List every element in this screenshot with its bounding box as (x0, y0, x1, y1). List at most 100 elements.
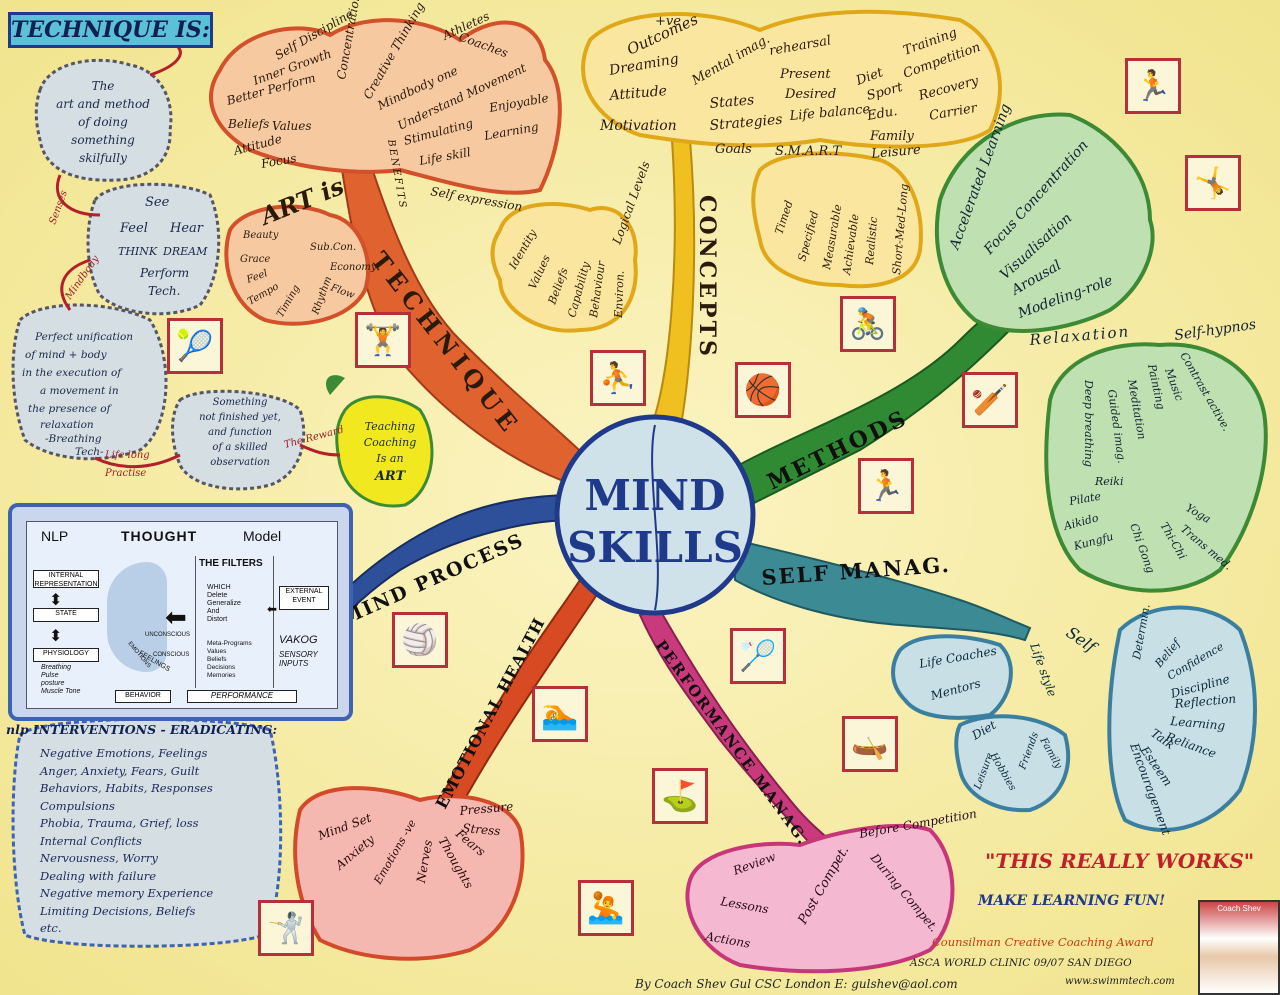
branch-trunks (318, 123, 1032, 857)
tennis-player-icon: 🏃 (1125, 58, 1181, 114)
tennis-serve-icon: 🎾 (167, 318, 223, 374)
art-item: Focus (259, 151, 297, 171)
connector-arrows (55, 40, 341, 469)
art-lower-item: Sub.Con. (310, 242, 356, 253)
art-upper-cloud (209, 18, 562, 195)
apple-line: Teaching (365, 420, 415, 433)
unfinished-line: Something (213, 397, 268, 408)
arrow (299, 443, 341, 457)
photo-caption: Coach Shev (1217, 904, 1261, 913)
unfinished-line: of a skilled (212, 442, 267, 453)
filter-item: Decisions (207, 664, 236, 671)
filters-sub-item: WHICH (207, 584, 231, 591)
intervention-item: Nervousness, Worry (40, 851, 158, 865)
nlp-title-a: NLP (41, 528, 69, 544)
smart-cloud (751, 151, 923, 289)
unfinished-line: not finished yet, (199, 412, 281, 423)
arrow (94, 453, 181, 469)
intervention-item: etc. (40, 921, 62, 935)
concepts-item: Family (869, 129, 915, 144)
self-right-item: Reflection (1173, 692, 1237, 711)
unification-line: -Breathing (45, 433, 102, 445)
double-arrow-icon: ⬍ (49, 628, 63, 645)
concepts-item: Desired (784, 87, 836, 102)
performance-box: PERFORMANCE (187, 690, 297, 703)
filters-title: THE FILTERS (199, 558, 263, 569)
sensory-label: SENSORY INPUTS (279, 650, 318, 668)
concepts-upper-cloud (581, 9, 1002, 149)
concepts-item: Attitude (607, 83, 668, 104)
apple-line: ART (373, 469, 407, 484)
self-right-item: Learning (1169, 714, 1226, 733)
vakog-label: VAKOG (279, 634, 318, 646)
physio-item: posture (41, 680, 65, 687)
intervention-item: Negative Emotions, Feelings (40, 746, 208, 760)
concepts-item: Life balance (788, 102, 871, 124)
left-clouds (11, 58, 434, 948)
definition-cloud (34, 58, 173, 182)
physio-item: Breathing (41, 664, 71, 671)
intervention-item: Phobia, Trauma, Grief, loss (40, 816, 199, 830)
methods-upper-cloud (935, 112, 1155, 333)
art-item: Beliefs (227, 117, 269, 131)
intervention-item: Internal Conflicts (40, 833, 142, 848)
methods-lower-cloud (1044, 342, 1268, 593)
nlp-title-c: Model (243, 528, 282, 544)
intervention-item: Compulsions (40, 798, 115, 813)
self-life-coaches-cloud (891, 634, 1013, 720)
sense-item: See (145, 195, 170, 210)
arrow-left-small-icon: ⬅ (267, 602, 278, 616)
apple-line: Coaching (364, 436, 417, 449)
filters-sub-item: Delete (207, 592, 228, 599)
squash-icon: 🏸 (730, 628, 786, 684)
filter-divider (195, 556, 196, 688)
concepts-item: States (709, 92, 755, 112)
state-box: STATE (33, 608, 99, 622)
smart-item: Realistic (863, 216, 880, 266)
physio-item: Pulse (41, 672, 59, 679)
website-text: www.swimmtech.com (1065, 976, 1175, 987)
self-diet-cloud (954, 714, 1071, 813)
unfinished-line: observation (210, 457, 270, 468)
sense-item: THINK (118, 245, 158, 258)
art-lower-item: Economy (329, 262, 377, 273)
basketball-icon: ⛹ (590, 350, 646, 406)
unconscious-label: UNCONSCIOUS (145, 632, 191, 638)
unfinished-cloud (171, 389, 306, 491)
arrow (55, 174, 101, 217)
concepts-item: Present (779, 67, 831, 82)
sense-item: Tech. (148, 284, 180, 298)
behavior-box: BEHAVIOR (115, 690, 171, 703)
logical-levels-cloud (490, 202, 638, 333)
unification-line: in the execution of (22, 367, 123, 379)
swimmer-icon: 🏊 (532, 686, 588, 742)
unification-line: of mind + body (25, 349, 108, 361)
filter-divider (273, 556, 274, 688)
filters-sub-item: Distort (207, 616, 228, 623)
practise-label: Practise (104, 468, 146, 479)
self-right-cloud (1107, 605, 1257, 832)
concepts-item: +ve (655, 14, 681, 29)
weightlifter-icon: 🏋 (355, 312, 411, 368)
leaf-clouds (209, 9, 1268, 974)
intervention-item: Anger, Anxiety, Fears, Guilt (40, 763, 200, 778)
bowler-icon: ⛳ (652, 768, 708, 824)
filter-item: Values (207, 648, 227, 655)
make-fun-text: MAKE LEARNING FUN! (977, 893, 1165, 909)
methods-lower-item: Deep breathing (1082, 379, 1095, 467)
unification-cloud (11, 303, 168, 461)
concepts-item: Goals (715, 142, 752, 157)
concepts-item: Edu. (865, 104, 898, 124)
external-event-box: EXTERNAL EVENT (279, 586, 329, 610)
definition-line: The (92, 79, 115, 93)
brain-divider (651, 424, 659, 611)
award-text: Counsilman Creative Coaching Award (932, 935, 1154, 949)
apple-line: Is an (375, 452, 403, 465)
unification-line: Perfect unification (34, 331, 133, 343)
runner-icon: 🏃 (858, 458, 914, 514)
volleyball-icon: 🏐 (392, 612, 448, 668)
art-lower-item: Beauty (242, 230, 279, 241)
concepts-item: Leisure (870, 143, 922, 162)
cyclist-icon: 🚴 (840, 296, 896, 352)
diver-icon: 🤸 (1185, 155, 1241, 211)
